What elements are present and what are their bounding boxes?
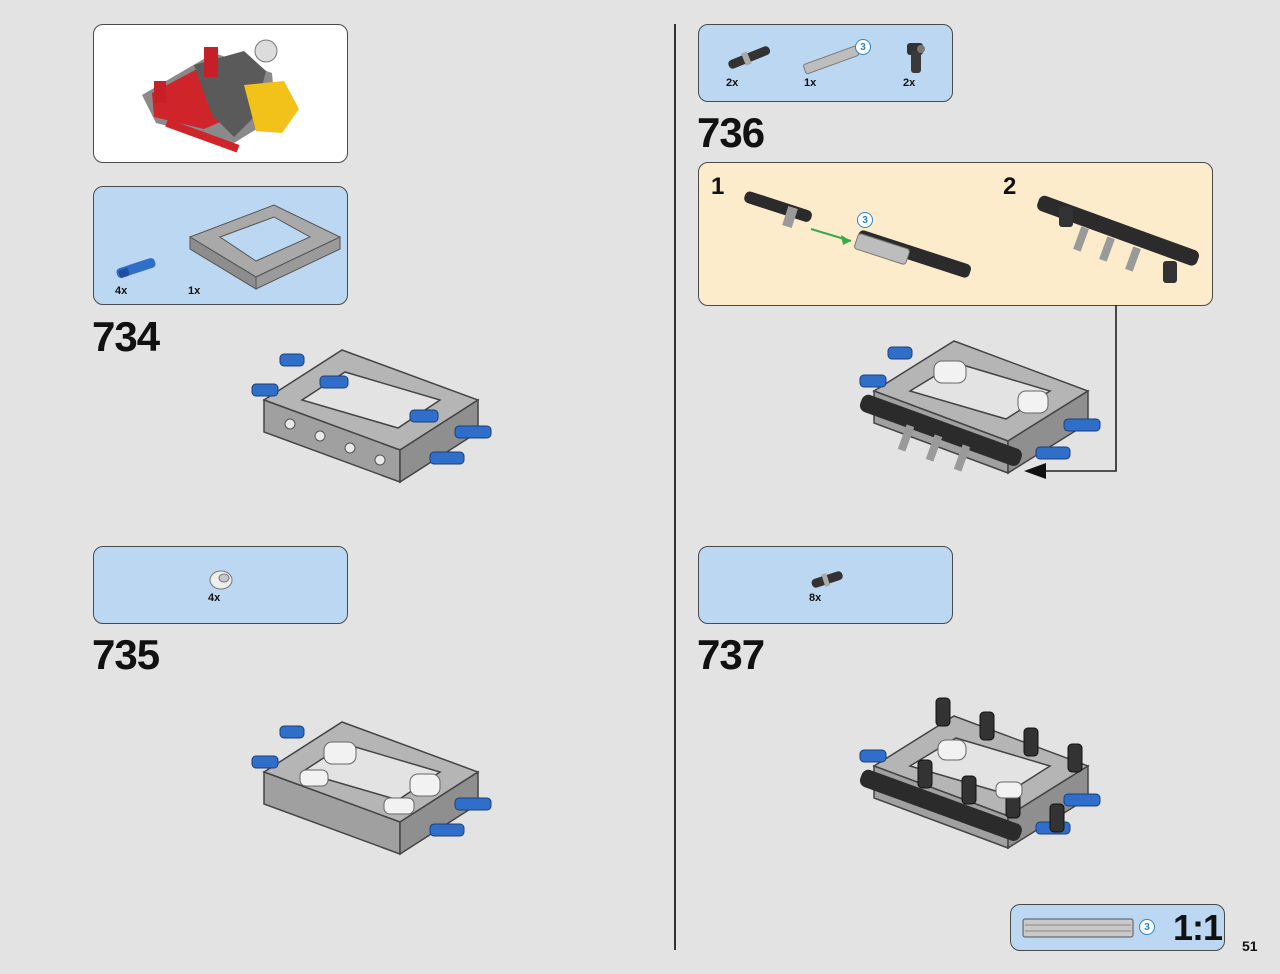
assembly-736 <box>859 340 1101 475</box>
scale-ruler-box: 3 1:1 <box>1010 904 1225 951</box>
step-number-734: 734 <box>92 313 160 360</box>
length-indicator: 3 <box>855 39 871 55</box>
assembly-735 <box>251 721 492 856</box>
length-indicator: 3 <box>1139 919 1155 935</box>
substep-number: 2 <box>1003 173 1017 200</box>
parts-box-737: 8x <box>698 546 953 624</box>
callout-connector <box>1024 305 1117 479</box>
axle-icon <box>1022 918 1134 938</box>
part-qty: 2x <box>726 77 739 89</box>
substep-1-illustration <box>744 191 971 278</box>
assembly-734 <box>251 349 492 484</box>
part-qty: 1x <box>188 285 201 297</box>
frame-icon <box>188 204 342 290</box>
part-qty: 2x <box>903 77 916 89</box>
step-number-737: 737 <box>697 631 765 678</box>
part-qty: 4x <box>208 592 221 604</box>
scale-label: 1:1 <box>1173 907 1223 948</box>
parts-box-734: 4x 1x <box>93 186 348 305</box>
axle-pin-icon <box>728 46 771 69</box>
substep-number: 1 <box>711 173 725 200</box>
step-number-736: 736 <box>697 109 765 156</box>
page-divider <box>674 24 676 950</box>
model-overview-icon <box>142 39 299 153</box>
model-overview-box <box>93 24 348 163</box>
assembly-737 <box>859 697 1101 850</box>
angle-connector-icon <box>907 43 925 73</box>
step-number-735: 735 <box>92 631 160 678</box>
substep-box-736: 1 2 3 <box>698 162 1213 306</box>
part-qty: 4x <box>115 285 128 297</box>
bush-icon <box>209 570 233 590</box>
substep-2-illustration <box>1037 195 1199 283</box>
page-number: 51 <box>1242 938 1258 954</box>
arrow-icon <box>1024 463 1046 479</box>
parts-box-735: 4x <box>93 546 348 624</box>
part-qty: 8x <box>809 592 822 604</box>
part-qty: 1x <box>804 77 817 89</box>
length-indicator: 3 <box>857 212 873 228</box>
parts-box-736: 3 2x 1x 2x <box>698 24 953 102</box>
blue-pin-icon <box>116 258 156 278</box>
axle-pin-icon <box>811 571 843 588</box>
